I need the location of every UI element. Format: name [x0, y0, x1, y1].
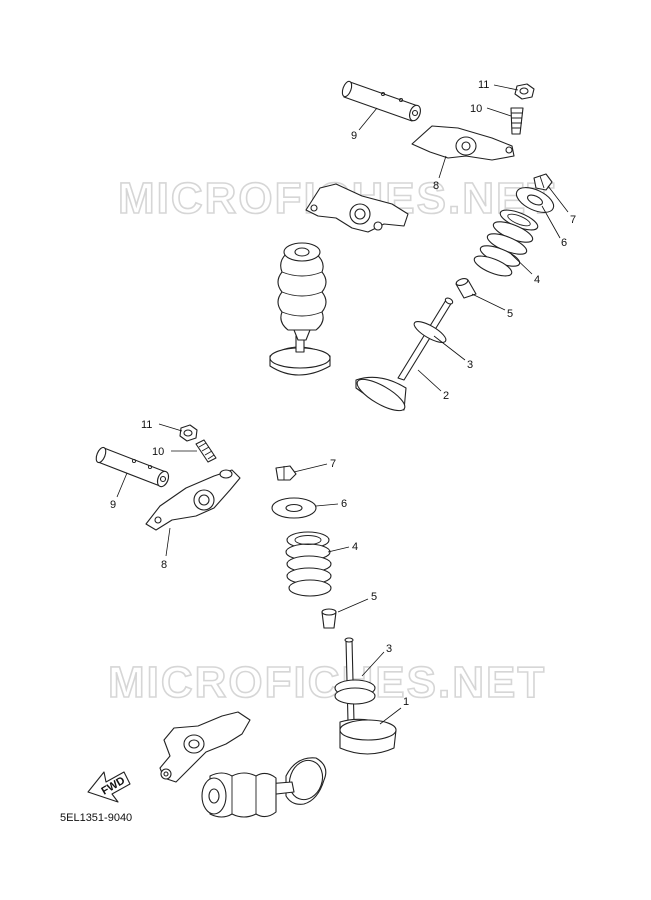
adjust-screw-lower [195, 439, 217, 463]
callout-upper-7: 7 [570, 214, 576, 226]
valve-intake-lower [334, 637, 397, 755]
callout-lower-1: 1 [403, 696, 409, 708]
callouts-lower: 11 10 9 8 7 6 4 5 3 1 [110, 419, 409, 725]
callout-upper-2: 2 [443, 390, 449, 402]
valve-assembly-lower-back [159, 711, 327, 818]
callout-lower-10: 10 [152, 446, 164, 458]
callout-lower-7: 7 [330, 458, 336, 470]
callout-upper-9: 9 [351, 130, 357, 142]
rocker-shaft-lower [95, 446, 170, 488]
callout-upper-11: 11 [478, 79, 489, 91]
spring-retainer-lower [271, 497, 317, 519]
callout-lower-8: 8 [161, 559, 167, 571]
adjust-nut-upper [514, 83, 535, 100]
callout-upper-3: 3 [467, 359, 473, 371]
adjust-screw-upper [510, 107, 524, 135]
rocker-arm-upper [411, 125, 515, 161]
fwd-arrow-icon: FWD [87, 771, 131, 803]
valve-cotter-lower [275, 465, 297, 481]
callout-lower-11: 11 [141, 419, 152, 431]
callout-upper-6: 6 [561, 237, 567, 249]
stem-seal-lower [321, 608, 337, 629]
callout-lower-4: 4 [352, 541, 358, 553]
stem-seal-upper [455, 278, 477, 299]
valve-spring-lower [285, 531, 332, 597]
callout-lower-9: 9 [110, 499, 116, 511]
rocker-arm-upper-back [305, 183, 409, 233]
callout-upper-8: 8 [433, 180, 439, 192]
callout-upper-10: 10 [470, 103, 482, 115]
valve-cotter-upper [533, 173, 553, 191]
watermark-lower: MICROFICHES.NET [108, 658, 546, 707]
spring-retainer-upper [515, 187, 555, 213]
diagram-code: 5EL1351-9040 [60, 812, 133, 824]
valve-exhaust-upper [355, 297, 454, 412]
callout-lower-6: 6 [341, 498, 347, 510]
callout-upper-5: 5 [507, 308, 513, 320]
callout-upper-4: 4 [534, 274, 540, 286]
adjust-nut-lower [179, 424, 198, 442]
callouts-upper: 11 10 9 8 7 6 4 5 3 2 [351, 79, 576, 402]
callout-lower-5: 5 [371, 591, 377, 603]
rocker-shaft-upper [341, 80, 421, 122]
callout-lower-3: 3 [386, 643, 392, 655]
valve-spring-upper [473, 209, 539, 277]
valve-assembly-upper-back [269, 242, 331, 376]
rocker-arm-lower [145, 469, 241, 531]
